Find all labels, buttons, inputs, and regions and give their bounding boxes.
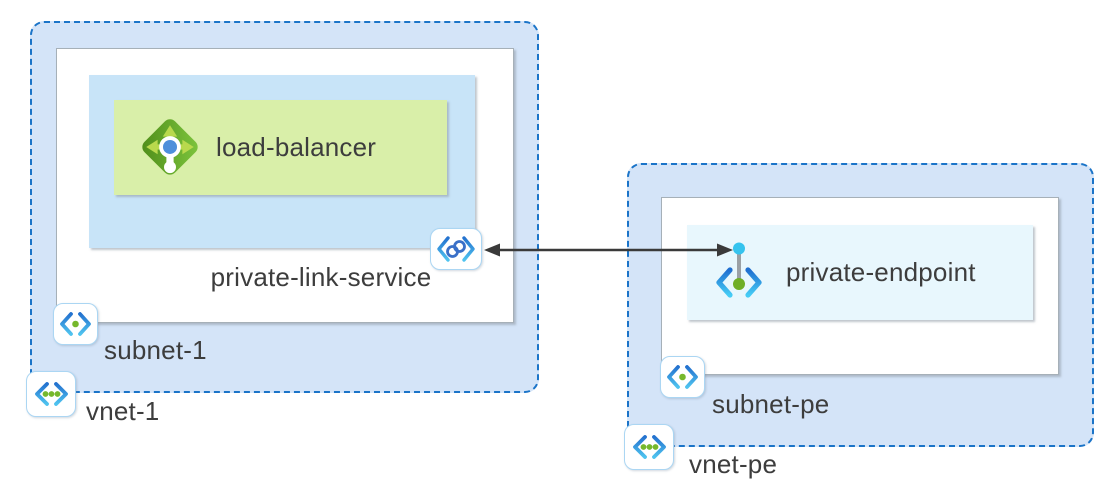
subnet-icon	[660, 356, 705, 398]
subnet-icon	[53, 303, 98, 345]
vnet-pe-label: vnet-pe	[689, 449, 778, 479]
subnet-glyph	[60, 312, 91, 336]
subnet-pe-container: private-endpoint	[661, 197, 1059, 375]
subnet-pe-label: subnet-pe	[712, 389, 830, 419]
vnet-pe-container: private-endpoint subnet-pe	[624, 163, 1094, 478]
private-link-service-box: load-balancer	[89, 75, 475, 248]
private-link-service-label: private-link-service	[210, 262, 432, 292]
vnet-1-container: load-balancer private-link-ser	[26, 21, 539, 425]
subnet-1-label: subnet-1	[104, 335, 207, 365]
subnet-1-container: load-balancer private-link-ser	[56, 48, 514, 323]
vnet-glyph	[632, 435, 666, 459]
vnet-1-label: vnet-1	[86, 396, 160, 426]
private-link-service-icon	[430, 228, 482, 270]
private-endpoint-icon	[716, 242, 762, 298]
vnet-icon	[624, 424, 674, 470]
vnet-icon	[26, 371, 76, 417]
private-endpoint-box: private-endpoint	[687, 225, 1033, 320]
subnet-glyph	[667, 365, 698, 389]
vnet-glyph	[34, 382, 68, 406]
load-balancer-box: load-balancer	[114, 100, 447, 195]
private-endpoint-label: private-endpoint	[786, 257, 976, 288]
private-link-service-glyph	[437, 236, 475, 262]
load-balancer-label: load-balancer	[216, 132, 377, 163]
load-balancer-icon	[142, 118, 198, 175]
